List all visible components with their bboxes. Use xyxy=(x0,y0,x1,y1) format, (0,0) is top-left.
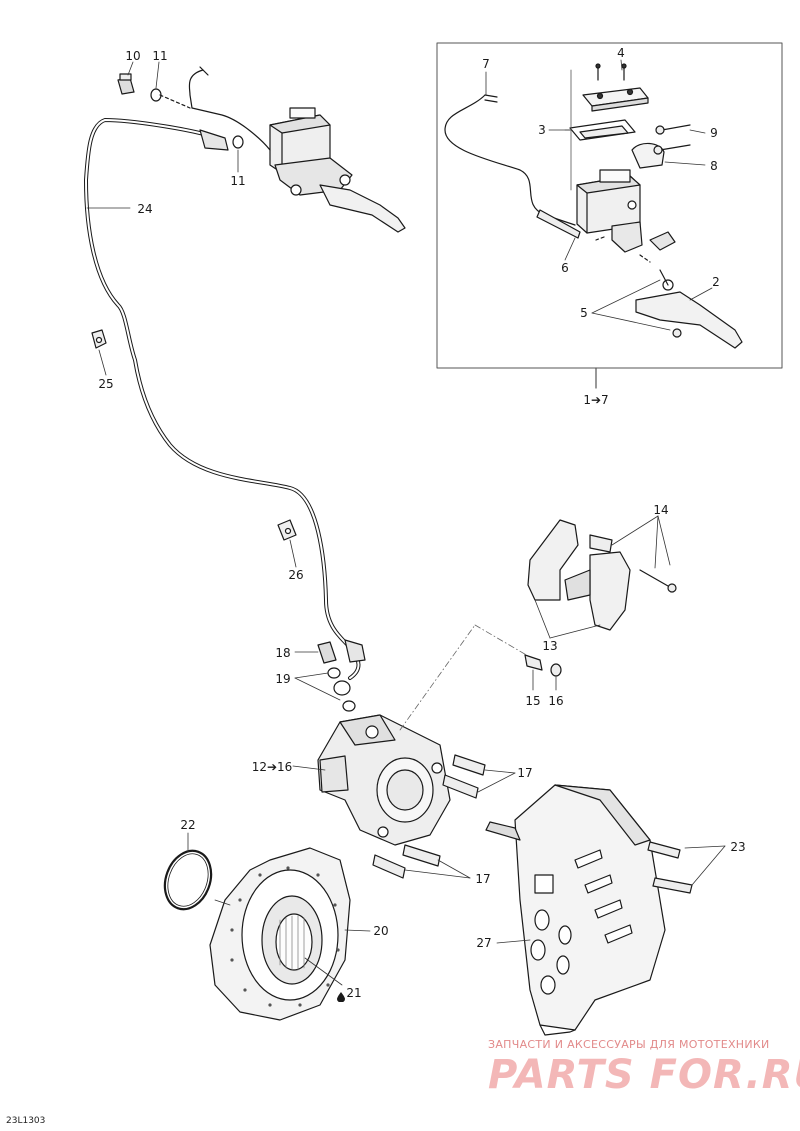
brake-hose xyxy=(84,118,366,680)
callout-kit-12-16: 12➔16 xyxy=(251,760,293,774)
callout-15: 15 xyxy=(525,694,541,708)
banjo-bolt-10 xyxy=(117,73,135,95)
callout-24: 24 xyxy=(137,202,153,216)
callout-5: 5 xyxy=(580,306,588,320)
switch-wire-top xyxy=(188,66,271,151)
brake-pads xyxy=(527,519,677,631)
o-ring-22 xyxy=(163,849,213,911)
handlebar-clamp xyxy=(631,124,691,169)
guard-screws-23 xyxy=(647,841,693,894)
callout-17-lower: 17 xyxy=(475,872,491,886)
hose-clip-26 xyxy=(277,519,297,541)
diagram-reference-code: 23L1303 xyxy=(6,1116,46,1126)
callout-18: 18 xyxy=(275,646,291,660)
callout-8: 8 xyxy=(710,159,718,173)
callout-23: 23 xyxy=(730,840,746,854)
master-cylinder-assembly xyxy=(269,107,406,233)
callout-3: 3 xyxy=(538,123,546,137)
callout-13: 13 xyxy=(542,639,558,653)
callout-6: 6 xyxy=(561,261,569,275)
master-cylinder-body xyxy=(576,169,643,253)
callout-27: 27 xyxy=(476,936,492,950)
callout-14: 14 xyxy=(653,503,669,517)
callout-7: 7 xyxy=(482,57,490,71)
hose-clip-25 xyxy=(91,329,107,349)
banjo-bolt-18 xyxy=(317,641,337,664)
callout-22: 22 xyxy=(180,818,196,832)
callout-16: 16 xyxy=(548,694,564,708)
cover-screws xyxy=(595,63,627,81)
brake-lever-kit xyxy=(635,269,743,349)
watermark-caption: ЗАПЧАСТИ И АКСЕССУАРЫ ДЛЯ МОТОТЕХНИКИ xyxy=(488,1038,770,1051)
callout-4: 4 xyxy=(617,46,625,60)
oil-drop-icon xyxy=(337,987,345,1003)
callout-25: 25 xyxy=(98,377,114,391)
brake-caliper xyxy=(317,714,451,846)
washers-19 xyxy=(327,667,356,712)
callout-10: 10 xyxy=(125,49,141,63)
callout-26: 26 xyxy=(288,568,304,582)
watermark-brand: PARTS FOR.RU xyxy=(488,1052,800,1098)
brake-disc xyxy=(209,847,351,1021)
callout-11-top: 11 xyxy=(152,49,168,63)
callout-17-upper: 17 xyxy=(517,766,533,780)
leader-lines xyxy=(86,59,726,986)
callout-11-lower: 11 xyxy=(230,174,246,188)
callout-21: 21 xyxy=(346,986,362,1000)
callout-kit-1-7: 1➔7 xyxy=(583,393,609,407)
callout-20: 20 xyxy=(373,924,389,938)
caliper-bolts-17 xyxy=(372,754,486,879)
callout-19: 19 xyxy=(275,672,291,686)
callout-9: 9 xyxy=(710,126,718,140)
bleed-screw-15-16 xyxy=(524,654,562,677)
disc-guard xyxy=(485,784,666,1036)
reservoir-diaphragm xyxy=(569,119,636,141)
switch-and-wire xyxy=(444,94,581,239)
sealing-washers-11 xyxy=(150,88,244,149)
reservoir-cover xyxy=(582,87,649,112)
callout-2: 2 xyxy=(712,275,720,289)
kit-box-master-cylinder xyxy=(436,42,783,369)
